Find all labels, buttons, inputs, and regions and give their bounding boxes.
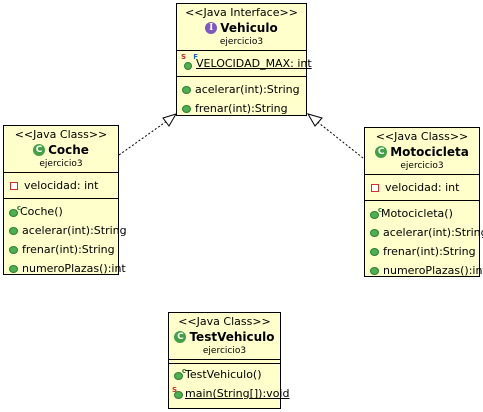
method-label: TestVehiculo() — [185, 368, 262, 381]
class-badge-icon: C — [174, 331, 187, 343]
class-badge-icon: C — [375, 146, 388, 158]
private-field-icon — [371, 184, 379, 192]
constructor-icon: c — [9, 205, 21, 217]
constructor-icon: c — [370, 207, 382, 219]
coche-name: Coche — [48, 143, 89, 157]
motocicleta-fields: velocidad: int — [365, 175, 479, 201]
testvehiculo-stereotype: <<Java Class>> — [178, 315, 271, 328]
vehiculo-interface-box[interactable]: <<Java Interface>> I Vehiculo ejercicio3… — [176, 3, 312, 116]
method-row[interactable]: S main(String[]):void — [169, 384, 289, 403]
method-label: frenar(int):String — [383, 245, 476, 258]
method-label: Coche() — [20, 205, 63, 218]
motocicleta-stereotype: <<Java Class>> — [375, 130, 469, 143]
public-method-icon — [370, 267, 379, 275]
method-label: acelerar(int):String — [383, 226, 483, 239]
motocicleta-methods: c Motocicleta() acelerar(int):String fre… — [365, 201, 483, 283]
public-method-icon — [182, 105, 191, 113]
public-method-icon — [9, 265, 18, 273]
realization-line-coche — [118, 115, 175, 156]
method-label: Motocicleta() — [381, 207, 453, 220]
public-method-icon — [182, 86, 191, 94]
realization-arrowhead-motocicleta — [306, 113, 323, 127]
method-row[interactable]: c TestVehiculo() — [169, 365, 280, 384]
vehiculo-package: ejercicio3 — [219, 37, 264, 47]
field-row[interactable]: velocidad: int — [4, 176, 118, 195]
method-row[interactable]: acelerar(int):String — [4, 221, 127, 240]
method-label: acelerar(int):String — [195, 83, 300, 96]
motocicleta-package: ejercicio3 — [400, 161, 444, 171]
method-row[interactable]: frenar(int):String — [4, 240, 118, 259]
coche-class-box[interactable]: <<Java Class>> C Coche ejercicio3 veloci… — [3, 125, 127, 275]
method-row[interactable]: acelerar(int):String — [177, 80, 306, 99]
coche-stereotype: <<Java Class>> — [14, 128, 108, 141]
coche-fields: velocidad: int — [4, 173, 118, 199]
method-label: frenar(int):String — [22, 243, 115, 256]
private-field-icon — [10, 182, 18, 190]
public-method-icon — [9, 227, 18, 235]
method-label: numeroPlazas():int — [383, 264, 483, 277]
class-badge-icon: C — [33, 144, 46, 156]
field-label: VELOCIDAD_MAX: int — [196, 57, 312, 70]
vehiculo-name: Vehiculo — [220, 21, 278, 35]
method-row[interactable]: acelerar(int):String — [365, 223, 483, 242]
method-row[interactable]: numeroPlazas():int — [4, 259, 126, 278]
public-method-icon — [370, 229, 379, 237]
method-row[interactable]: frenar(int):String — [177, 99, 306, 118]
testvehiculo-methods: c TestVehiculo() S main(String[]):void — [169, 364, 289, 406]
constructor-icon: c — [174, 368, 186, 380]
static-method-icon: S — [172, 387, 183, 399]
testvehiculo-name: TestVehiculo — [189, 330, 275, 344]
coche-methods: c Coche() acelerar(int):String frenar(in… — [4, 199, 127, 281]
interface-badge-icon: I — [205, 22, 218, 34]
vehiculo-stereotype: <<Java Interface>> — [185, 6, 298, 19]
motocicleta-name: Motocicleta — [390, 145, 469, 159]
realization-line-motocicleta — [309, 115, 364, 159]
method-label: main(String[]):void — [185, 387, 290, 400]
coche-header: <<Java Class>> C Coche ejercicio3 — [4, 126, 118, 173]
method-row[interactable]: numeroPlazas():int — [365, 261, 483, 280]
method-row[interactable]: c Coche() — [4, 202, 118, 221]
realization-arrowhead-coche — [162, 113, 178, 127]
testvehiculo-package: ejercicio3 — [202, 346, 247, 356]
coche-package: ejercicio3 — [39, 159, 83, 169]
field-label: velocidad: int — [24, 179, 99, 192]
testvehiculo-fields — [169, 359, 280, 364]
public-method-icon — [370, 248, 379, 256]
vehiculo-methods: acelerar(int):String frenar(int):String — [177, 77, 306, 121]
method-row[interactable]: frenar(int):String — [365, 242, 479, 261]
field-label: velocidad: int — [385, 181, 460, 194]
motocicleta-class-box[interactable]: <<Java Class>> C Motocicleta ejercicio3 … — [364, 127, 483, 277]
vehiculo-header: <<Java Interface>> I Vehiculo ejercicio3 — [177, 4, 306, 51]
public-method-icon — [9, 246, 18, 254]
method-row[interactable]: c Motocicleta() — [365, 204, 479, 223]
method-label: acelerar(int):String — [22, 224, 127, 237]
motocicleta-header: <<Java Class>> C Motocicleta ejercicio3 — [365, 128, 479, 175]
method-label: numeroPlazas():int — [22, 262, 126, 275]
field-row[interactable]: velocidad: int — [365, 178, 479, 197]
method-label: frenar(int):String — [195, 102, 288, 115]
testvehiculo-class-box[interactable]: <<Java Class>> C TestVehiculo ejercicio3… — [168, 312, 289, 409]
testvehiculo-header: <<Java Class>> C TestVehiculo ejercicio3 — [169, 313, 280, 359]
